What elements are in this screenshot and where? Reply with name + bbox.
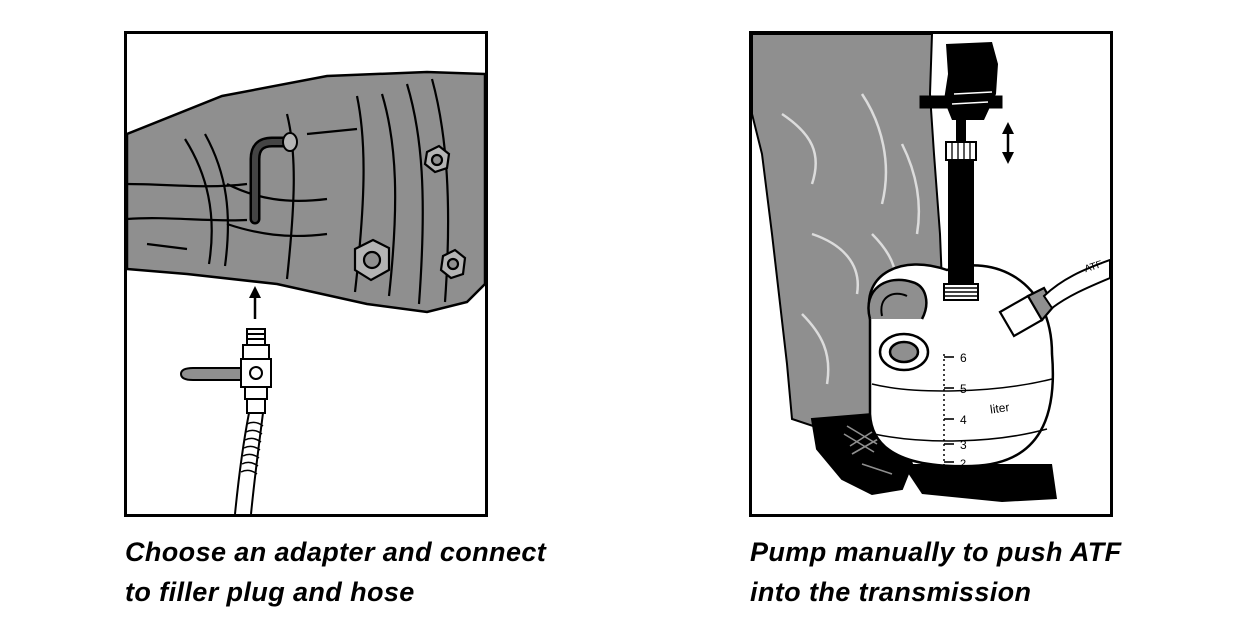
unit-label: liter (989, 400, 1010, 417)
scale-mark: 3 (960, 438, 967, 452)
pump-handle (919, 42, 1003, 120)
adapter-illustration-svg (127, 70, 485, 514)
caption-line: Pump manually to push ATF (750, 537, 1122, 567)
caption-line: into the transmission (750, 577, 1032, 607)
atf-hose: ATF (1042, 258, 1110, 310)
pump-tube (943, 120, 979, 301)
container-base-shadow (902, 464, 1057, 502)
caption-pump-step: Pump manually to push ATF into the trans… (750, 532, 1230, 612)
up-down-arrow-icon (1002, 122, 1014, 164)
scale-mark: 6 (960, 351, 967, 365)
transmission-housing (127, 70, 485, 314)
caption-line: to filler plug and hose (125, 577, 415, 607)
container-handle (867, 278, 928, 320)
housing-bolt (439, 248, 467, 280)
scale-mark: 2 (960, 458, 966, 470)
adapter-fitting (240, 328, 272, 414)
container-cap (878, 332, 930, 372)
scale-mark: 5 (960, 382, 967, 396)
illustration-manual-pump: 6 5 4 3 2 liter (749, 31, 1113, 517)
caption-adapter-step: Choose an adapter and connect to filler … (125, 532, 645, 612)
hose-label: ATF (1083, 259, 1104, 275)
housing-ribs (127, 78, 450, 305)
filler-plug (249, 132, 298, 225)
arrow-up-icon (249, 286, 261, 319)
hose (234, 412, 264, 514)
container-contours (871, 378, 1053, 442)
scale-mark: 4 (960, 413, 967, 427)
illustration-adapter-connection (124, 31, 488, 517)
pump-illustration-svg: 6 5 4 3 2 liter (752, 34, 1110, 502)
level-scale: 6 5 4 3 2 liter (943, 351, 1010, 474)
housing-bolt (423, 144, 451, 174)
shoe-laces (843, 425, 893, 475)
caption-line: Choose an adapter and connect (125, 537, 547, 567)
valve-handle (179, 367, 242, 381)
housing-bolt (353, 238, 391, 282)
